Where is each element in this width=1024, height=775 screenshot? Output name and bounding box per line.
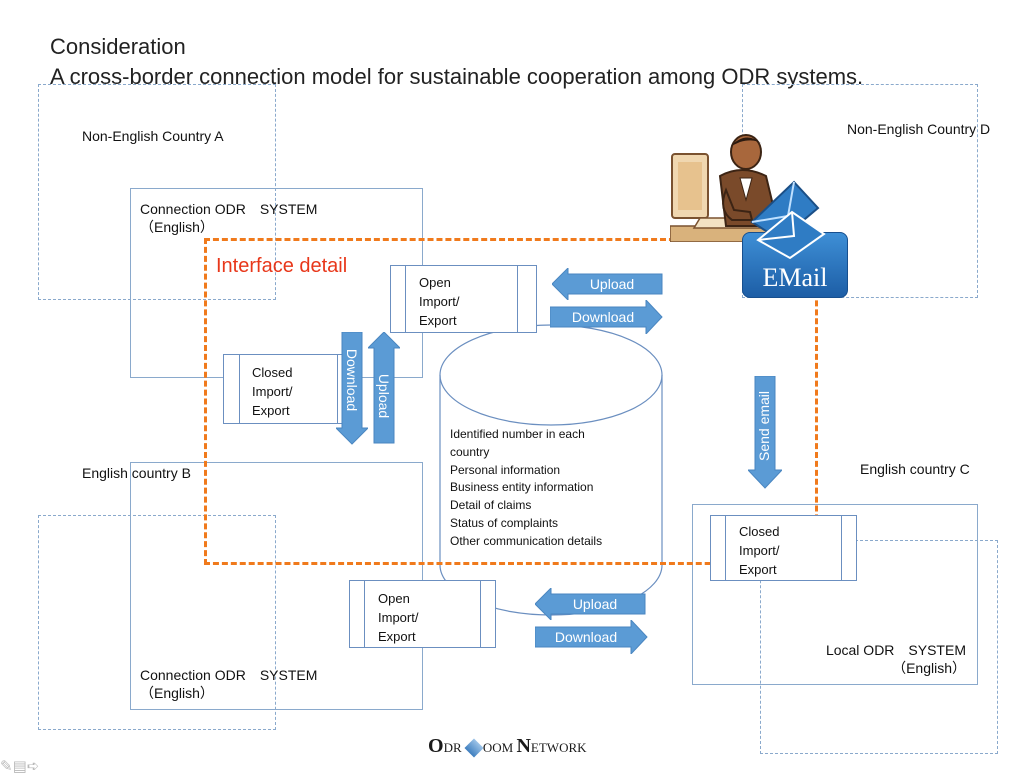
system-label-top-left: Connection ODR SYSTEM （English） xyxy=(140,201,318,235)
region-country-b xyxy=(38,515,276,730)
country-b-label: English country B xyxy=(82,465,191,481)
office-worker-icon xyxy=(670,134,820,242)
database-item: Business entity information xyxy=(450,480,594,495)
database-contents: Identified number in each country Person… xyxy=(450,426,602,551)
closed-import-export-right: Closed Import/ Export xyxy=(710,515,857,581)
open-import-export-bottom: Open Import/ Export xyxy=(349,580,496,648)
upload-arrow-top-label: Upload xyxy=(590,276,634,292)
presenter-controls[interactable]: ✎▤➪ xyxy=(0,757,39,775)
database-item: Other communication details xyxy=(450,533,603,548)
closed-left-label: Closed Import/ Export xyxy=(252,365,293,418)
slide-menu-icon[interactable]: ▤ xyxy=(12,758,27,775)
system-label-right: Local ODR SYSTEM （English） xyxy=(825,642,966,676)
database-item: Detail of claims xyxy=(450,498,532,513)
upload-arrow-bottom-label: Upload xyxy=(573,596,617,612)
country-a-label: Non-English Country A xyxy=(82,128,224,144)
country-c-label: English country C xyxy=(860,461,970,477)
upload-arrow-bottom: Upload xyxy=(535,588,646,620)
closed-right-label: Closed Import/ Export xyxy=(739,524,780,577)
download-arrow-bottom: Download xyxy=(535,620,648,654)
open-top-label: Open Import/ Export xyxy=(419,275,460,328)
next-slide-icon[interactable]: ➪ xyxy=(26,758,40,775)
pen-icon[interactable]: ✎ xyxy=(0,758,13,775)
upload-arrow-top: Upload xyxy=(552,268,663,300)
database-item: country xyxy=(450,444,490,459)
interface-detail-frame xyxy=(204,238,818,565)
send-email-arrow-label: Send email xyxy=(756,391,772,461)
country-d-label: Non-English Country D xyxy=(847,121,991,137)
database-item: Status of complaints xyxy=(450,515,559,530)
database-item: Personal information xyxy=(450,462,561,477)
system-frame-right xyxy=(692,504,978,685)
database-item: Identified number in each xyxy=(450,427,585,441)
download-arrow-bottom-label: Download xyxy=(555,629,617,645)
download-arrow-top: Download xyxy=(550,300,663,334)
closed-import-export-left: Closed Import/ Export xyxy=(223,354,351,424)
open-import-export-top: Open Import/ Export xyxy=(390,265,537,333)
odr-room-network-logo: ODR OOM NETWORK xyxy=(428,735,587,758)
upload-arrow-vertical: Upload xyxy=(368,332,400,444)
region-country-c xyxy=(760,540,998,754)
download-arrow-top-label: Download xyxy=(572,309,634,325)
interface-detail-label: Interface detail xyxy=(216,255,348,277)
download-arrow-vertical: Download xyxy=(336,332,368,445)
envelope-icon xyxy=(756,210,826,260)
send-email-arrow: Send email xyxy=(748,376,782,489)
system-label-bottom-left: Connection ODR SYSTEM （English） xyxy=(140,667,318,701)
region-country-a xyxy=(38,84,276,300)
email-badge-text: EMail xyxy=(762,263,828,292)
upload-arrow-vertical-label: Upload xyxy=(376,374,392,418)
open-bottom-label: Open Import/ Export xyxy=(378,591,419,644)
slide-title-line1: Consideration xyxy=(50,34,186,59)
download-arrow-vertical-label: Download xyxy=(344,349,360,411)
